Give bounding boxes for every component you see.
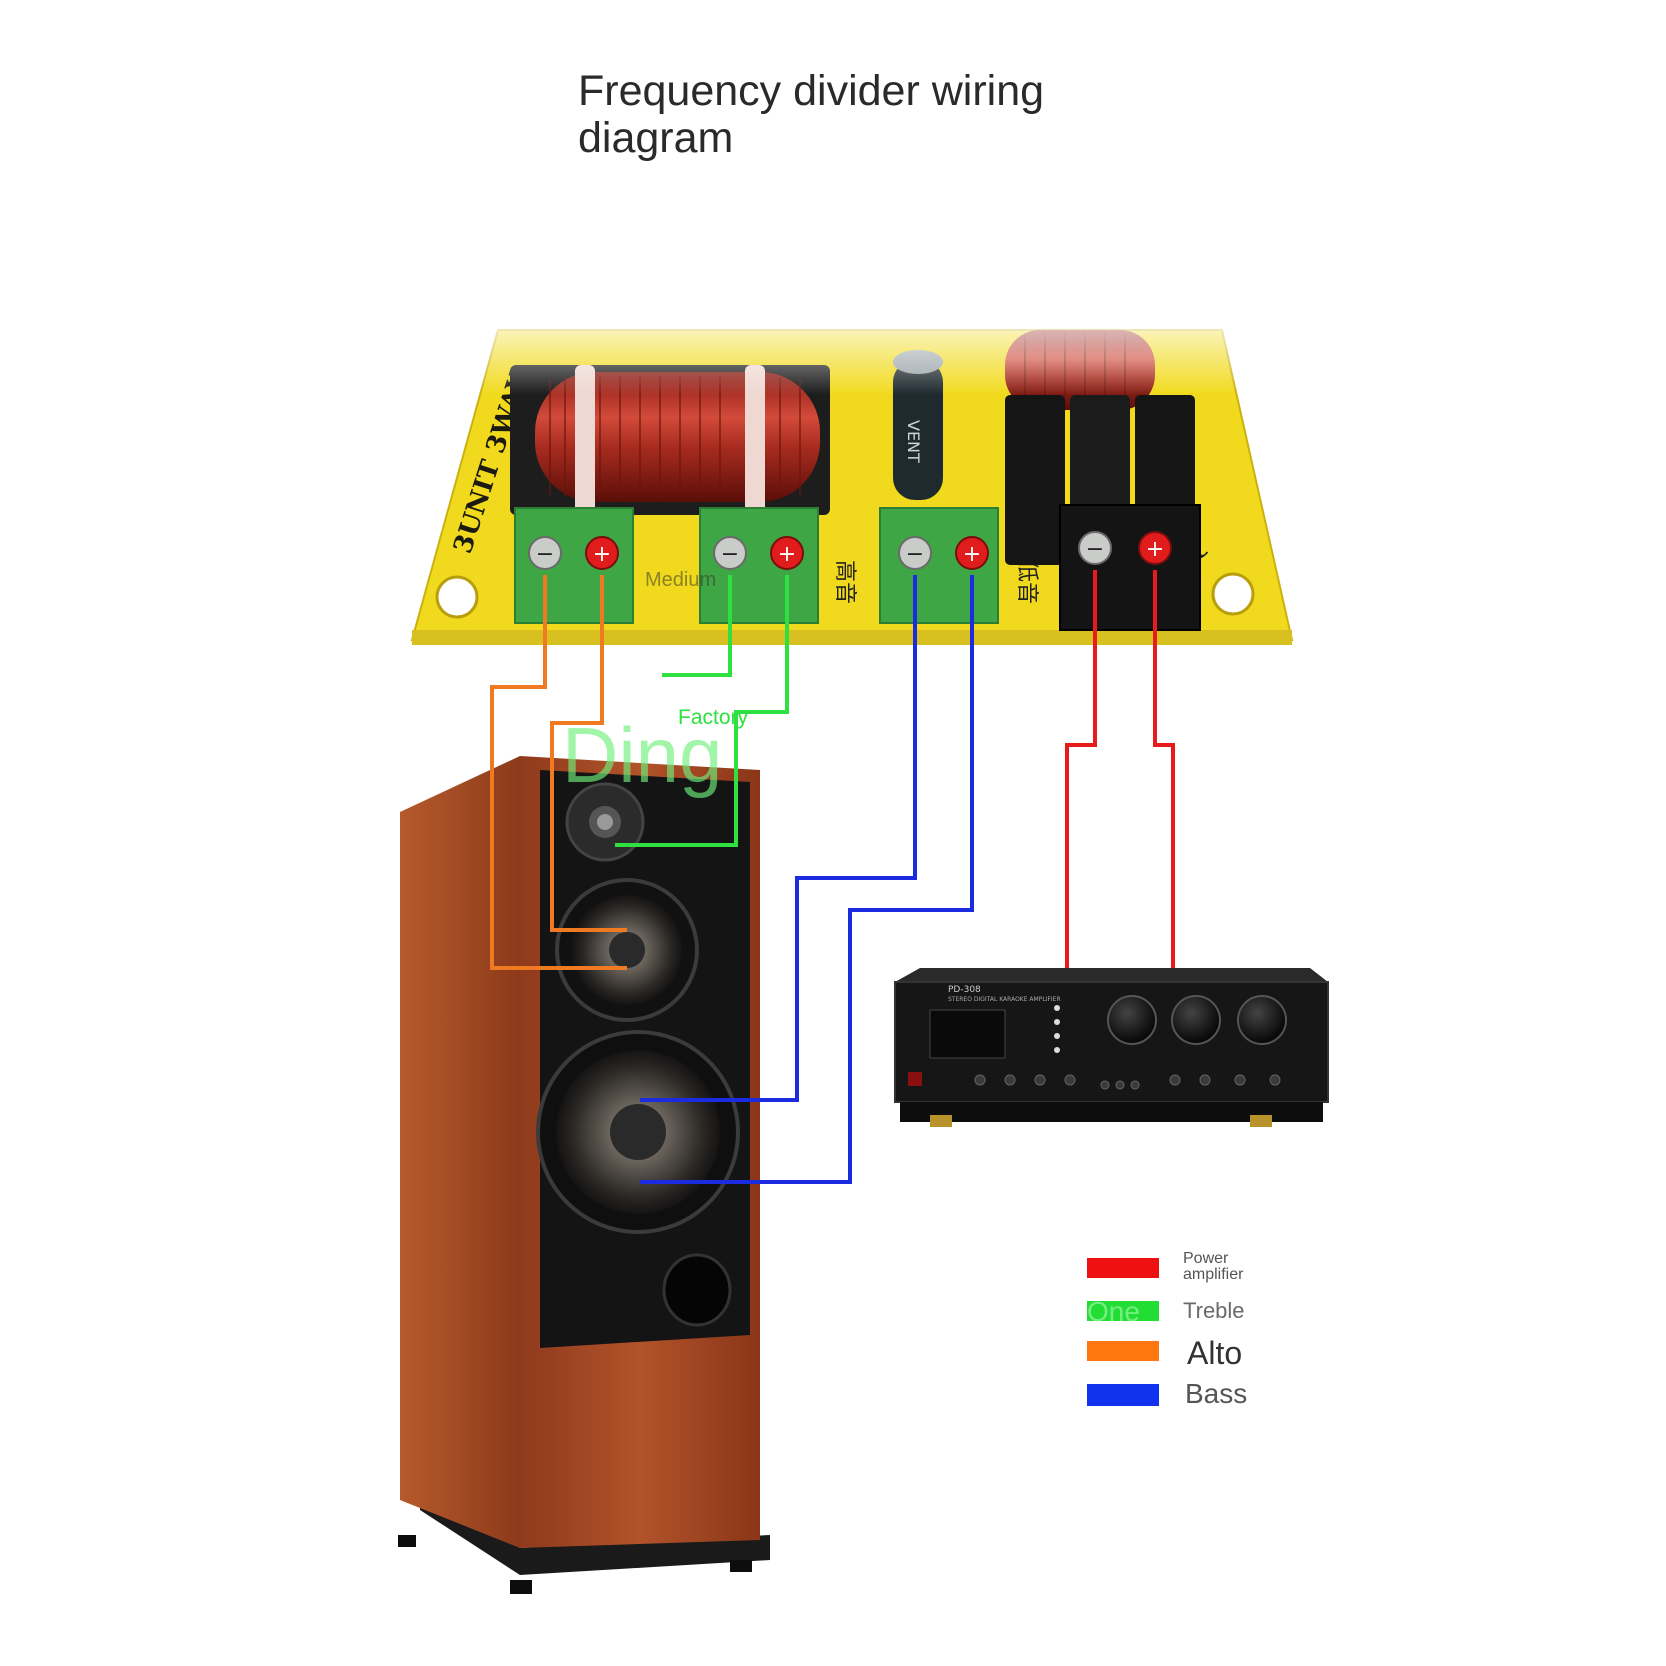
- terminal-tweeter: − +: [879, 507, 999, 624]
- terminal-plus: +: [593, 542, 611, 567]
- legend-label-treble: Treble: [1183, 1298, 1245, 1323]
- terminal-plus: +: [778, 542, 796, 567]
- wire-power-positive: [1153, 570, 1175, 968]
- amp-knob: [1171, 995, 1221, 1045]
- legend-swatch-alto: [1087, 1341, 1159, 1361]
- legend-label-alto: Alto: [1187, 1335, 1242, 1371]
- mount-hole-left: [435, 575, 479, 619]
- terminal-minus: −: [536, 542, 554, 567]
- board-chinese-high: 高音: [832, 560, 857, 604]
- tweeter: [565, 782, 645, 862]
- amp-power-switch: [908, 1072, 922, 1086]
- amp-knob: [1107, 995, 1157, 1045]
- speaker-side-panel: [400, 756, 520, 1548]
- amp-display: [929, 1009, 1006, 1059]
- mount-hole-right: [1211, 572, 1255, 616]
- terminal-minus: −: [1086, 537, 1104, 562]
- legend-swatch-treble: [1087, 1301, 1159, 1321]
- wire-power-negative: [1065, 570, 1097, 968]
- terminal-input: − +: [1059, 504, 1201, 631]
- amp-subtitle: STEREO DIGITAL KARAOKE AMPLIFIER: [948, 996, 1061, 1003]
- amp-model: PD-308: [948, 985, 981, 995]
- legend-swatch-bass: [1087, 1384, 1159, 1406]
- amp-knob: [1237, 995, 1287, 1045]
- board-top-fade: [400, 300, 1320, 395]
- wire-bass-negative: [640, 575, 917, 1102]
- terminal-plus: +: [963, 542, 981, 567]
- woofer-driver: [536, 1030, 740, 1234]
- bass-port: [662, 1253, 732, 1327]
- wire-treble-negative: [662, 575, 732, 677]
- legend-label-bass: Bass: [1185, 1378, 1247, 1409]
- terminal-midrange: − +: [699, 507, 819, 624]
- wire-alto-positive: [550, 575, 627, 932]
- diagram-title: Frequency divider wiring diagram: [578, 67, 1045, 162]
- pcb-bottom-edge: [412, 630, 1292, 645]
- amp-small-knobs: [974, 1074, 1281, 1090]
- legend-swatch-power: [1087, 1258, 1159, 1278]
- capacitor-text: VENT: [904, 420, 923, 463]
- terminal-plus: +: [1146, 537, 1164, 562]
- floor-speaker: [398, 756, 770, 1594]
- watermark-factory: Factory: [678, 706, 749, 729]
- crossover-board: 3UNIT 3WAY 高音 低音 入 VENT: [400, 300, 1320, 645]
- midrange-driver: [555, 878, 699, 1022]
- amp-indicator-leds: [1054, 1005, 1060, 1053]
- wire-alto-negative: [490, 575, 627, 970]
- watermark-ding: Ding: [562, 711, 722, 799]
- terminal-woofer: − +: [514, 507, 634, 624]
- wire-treble-positive: [615, 575, 789, 847]
- wire-bass-positive: [640, 575, 974, 1184]
- power-amplifier: PD-308 STEREO DIGITAL KARAOKE AMPLIFIER: [894, 968, 1329, 1127]
- watermark-medium: Medium: [645, 569, 716, 591]
- board-chinese-low: 低音: [1014, 560, 1039, 604]
- inductor-coil-left: [510, 365, 830, 525]
- terminal-minus: −: [721, 542, 739, 567]
- terminal-minus: −: [906, 542, 924, 567]
- wires: [490, 570, 1175, 1184]
- legend-swatch-overlay: One: [1087, 1296, 1140, 1327]
